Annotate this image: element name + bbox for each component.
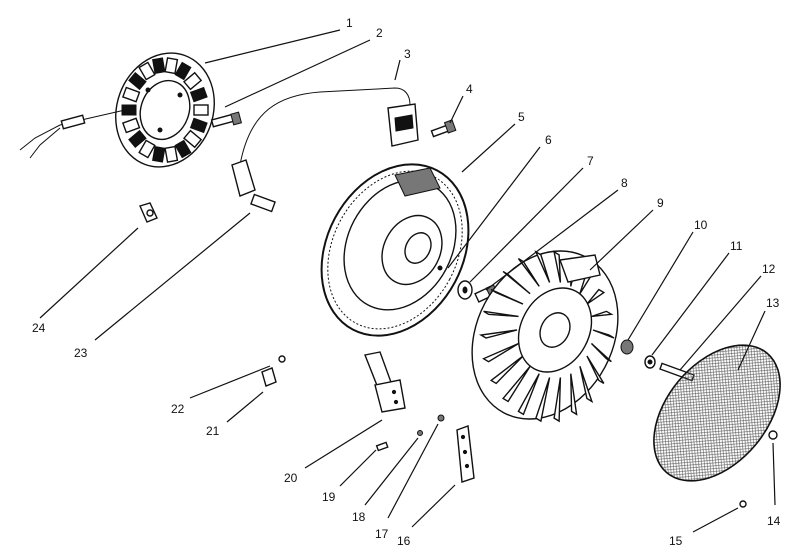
screen-washer-part	[644, 355, 656, 369]
stator-tooth	[183, 129, 203, 149]
callout-8: 8	[621, 176, 628, 190]
fan-blade	[592, 329, 615, 339]
stator-tooth	[174, 139, 192, 159]
fan-blade	[517, 373, 540, 416]
fan-blade	[489, 355, 524, 385]
callout-17: 17	[375, 527, 389, 541]
fan-blade	[553, 377, 562, 423]
callout-2: 2	[376, 26, 383, 40]
callout-15: 15	[669, 534, 683, 548]
stator-tooth	[183, 71, 203, 91]
fan-blade	[502, 365, 531, 403]
spark-plug-boot-part	[231, 159, 276, 213]
fan-blade	[482, 342, 519, 363]
fan-blade	[535, 377, 551, 423]
fan-blade	[591, 310, 614, 318]
stator-tooth	[164, 145, 179, 163]
bracket-screw-part	[375, 441, 389, 452]
callout-9: 9	[657, 196, 664, 210]
callout-20: 20	[284, 471, 298, 485]
callout-numbers: 1 2 3 4 5 6 7 8 9 10 11 12 13 14 15 16 1…	[32, 16, 781, 548]
grass-screen-part	[653, 344, 781, 482]
callout-16: 16	[397, 534, 411, 548]
cooling-fan-part	[471, 250, 619, 423]
stator-tooth	[193, 104, 209, 116]
spacer-part	[620, 339, 634, 355]
callout-23: 23	[74, 346, 88, 360]
fan-blade	[586, 288, 606, 305]
stator-tooth	[121, 86, 141, 103]
wire-clip-part	[139, 202, 158, 223]
stator-tooth	[138, 139, 156, 159]
brake-bracket-part	[456, 425, 475, 483]
fan-blade	[579, 366, 594, 404]
callout-1: 1	[346, 16, 353, 30]
stator-tooth	[189, 86, 208, 103]
callout-7: 7	[587, 154, 594, 168]
screen-screw-part	[768, 430, 778, 440]
clip-part	[261, 355, 286, 387]
small-screw-part	[739, 500, 747, 508]
callout-12: 12	[762, 262, 776, 276]
fan-blade	[490, 288, 524, 305]
stator-tooth	[128, 129, 147, 148]
callout-10: 10	[694, 218, 708, 232]
stator-screw-part	[210, 111, 243, 128]
callout-3: 3	[404, 47, 411, 61]
fan-blade	[502, 270, 531, 295]
stator-tooth	[152, 145, 166, 163]
stator-part	[19, 52, 215, 168]
stator-tooth	[164, 57, 179, 75]
flywheel-part	[320, 163, 470, 337]
washer-part	[457, 280, 473, 300]
fan-blade	[517, 257, 540, 287]
nut-part	[437, 414, 445, 422]
callout-5: 5	[518, 110, 525, 124]
brake-assembly-part	[364, 351, 406, 413]
leader-lines	[39, 29, 776, 533]
module-screw-part	[430, 119, 457, 138]
callout-24: 24	[32, 321, 46, 335]
fan-blade	[553, 250, 562, 283]
stator-tooth	[189, 117, 208, 134]
fan-blade	[570, 373, 578, 416]
small-washer-part	[417, 430, 423, 436]
stator-tooth	[121, 104, 137, 116]
callout-21: 21	[206, 424, 220, 438]
callout-19: 19	[322, 490, 336, 504]
callout-6: 6	[545, 133, 552, 147]
stator-tooth	[174, 61, 192, 81]
callout-22: 22	[171, 402, 185, 416]
stator-tooth	[121, 117, 141, 134]
ignition-module-part	[239, 87, 419, 166]
stator-tooth	[152, 57, 166, 75]
fan-blade	[483, 310, 519, 318]
callout-18: 18	[352, 510, 366, 524]
callout-11: 11	[730, 239, 743, 253]
fan-blade	[534, 250, 551, 283]
callout-14: 14	[767, 514, 781, 528]
stator-tooth	[128, 72, 147, 91]
callout-4: 4	[466, 82, 473, 96]
fan-blade	[478, 329, 518, 339]
fan-blade	[586, 355, 605, 385]
fan-blade	[590, 343, 612, 363]
callout-13: 13	[766, 296, 780, 310]
stator-tooth	[138, 61, 156, 81]
